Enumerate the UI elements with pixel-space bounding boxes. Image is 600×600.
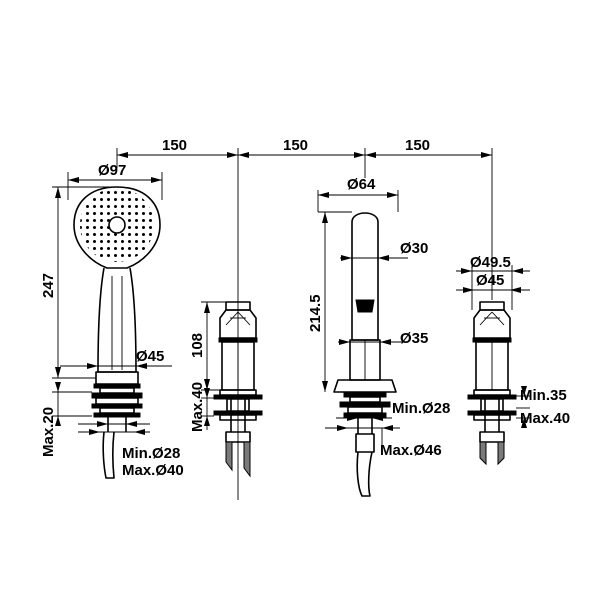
hand-shower-max-deck-label: Max.20 — [40, 407, 57, 457]
hand-shower-length-label: 247 — [40, 273, 57, 298]
diverter-valve: 108 Max.40 — [189, 301, 263, 478]
valve-height-label: 108 — [189, 333, 206, 358]
mixer-valve: Ø49.5 Ø45 Min.35 Max.40 — [456, 254, 570, 466]
hand-shower-min-hole-label: Min.Ø28 — [122, 445, 180, 462]
right-valve-min-deck-label: Min.35 — [520, 387, 567, 404]
valve-max-deck-label: Max.40 — [189, 382, 206, 432]
spacing-middle-label: 150 — [283, 137, 308, 154]
spacing-right-label: 150 — [405, 137, 430, 154]
spout-base-diameter-label: Ø64 — [347, 176, 376, 193]
spacing-dimension: 150 150 150 — [116, 137, 493, 500]
spout-height-label: 214.5 — [307, 294, 324, 332]
right-valve-outer-diameter-label: Ø49.5 — [470, 254, 511, 271]
spout-max-hole-label: Max.Ø46 — [380, 442, 442, 459]
spout-mid-diameter-label: Ø35 — [400, 330, 428, 347]
right-valve-max-deck-label: Max.40 — [520, 410, 570, 427]
right-valve-inner-diameter-label: Ø45 — [476, 272, 504, 289]
spout-min-hole-label: Min.Ø28 — [392, 400, 450, 417]
hand-shower-head-diameter-label: Ø97 — [98, 162, 126, 179]
hand-shower-base-diameter-label: Ø45 — [136, 348, 164, 365]
hand-shower-max-hole-label: Max.Ø40 — [122, 462, 184, 479]
spacing-left-label: 150 — [162, 137, 187, 154]
hand-shower: Ø97 247 Ø45 — [40, 162, 184, 479]
bath-spout: Ø64 214.5 Ø30 Ø35 M — [307, 176, 450, 497]
spout-top-diameter-label: Ø30 — [400, 240, 428, 257]
